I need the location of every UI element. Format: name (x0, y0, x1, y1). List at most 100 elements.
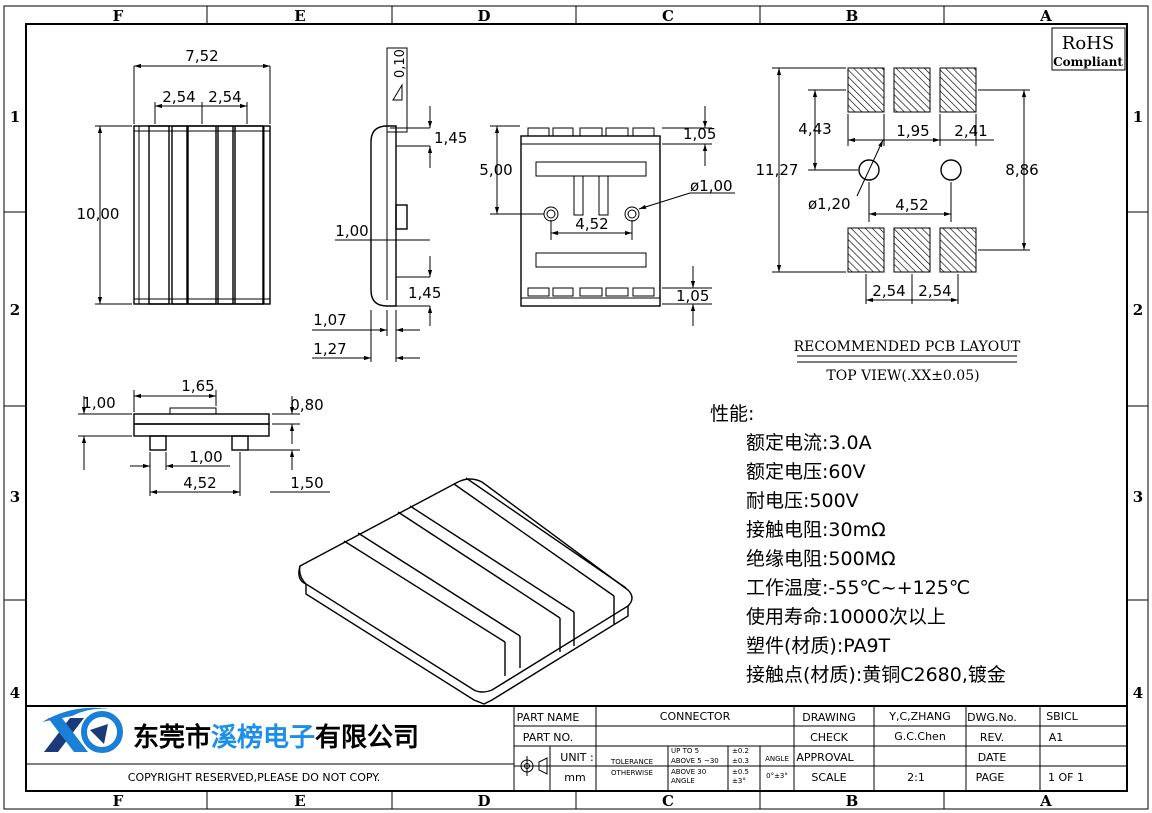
front-view: 7,52 2,54 2,54 10,00 (77, 47, 271, 305)
title-block (26, 705, 1127, 791)
zone-col: D (477, 792, 490, 810)
angle-label: ANGLE (765, 755, 789, 763)
unit-label: UNIT : (560, 751, 593, 764)
company-name-a: 东莞市 (133, 722, 211, 753)
dim-row-span: 8,86 (1005, 161, 1038, 179)
zone-col: F (113, 7, 124, 25)
zone-row: 2 (1133, 301, 1143, 319)
zone-labels-right: 1 2 3 4 (1133, 108, 1143, 702)
spec-line: 额定电压:60V (746, 461, 866, 483)
title-block-text: PART NAME CONNECTOR PART NO. UNIT : mm T… (517, 710, 1084, 785)
dim-pitch: 2,54 (872, 282, 905, 300)
dwg-label: DWG.No. (967, 711, 1017, 724)
check-value: G.C.Chen (894, 730, 946, 743)
dim-gap: 1,45 (408, 284, 441, 302)
side-view: 0,10 1,45 1,00 1,45 1,07 1,27 (312, 47, 467, 362)
tol-value: ±0.5 (732, 768, 749, 776)
angle-value: 0°±3° (766, 772, 788, 780)
zone-row: 2 (10, 301, 20, 319)
tol-range: UP TO 5 (671, 747, 699, 755)
zone-row: 4 (1133, 684, 1143, 702)
zone-col: D (477, 7, 490, 25)
company-name-b: 溪榜电子 (211, 722, 315, 753)
dim-pin: 1,00 (189, 448, 222, 466)
part-name: CONNECTOR (660, 710, 731, 723)
dim-thickness: 0,10 (393, 49, 408, 78)
dim-upper: 1,05 (683, 125, 716, 143)
dim-hole-pitch: 4,52 (895, 196, 928, 214)
part-no-label: PART NO. (523, 731, 573, 744)
dim-lower: 1,05 (676, 287, 709, 305)
dim-width: 7,52 (185, 47, 218, 65)
isometric-view (298, 477, 633, 705)
spec-line: 使用寿命:10000次以上 (746, 606, 946, 628)
zone-col: E (294, 7, 305, 25)
dim-height: 10,00 (77, 205, 120, 223)
zone-labels-bottom: F E D C B A (113, 792, 1053, 810)
pcb-title: RECOMMENDED PCB LAYOUT (794, 339, 1021, 355)
dwg-value: SBICL (1046, 710, 1078, 723)
tol-value: ±0.2 (732, 747, 749, 755)
otherwise-label: OTHERWISE (611, 769, 653, 777)
company-name-c: 有限公司 (315, 723, 419, 753)
zone-labels-left: 1 2 3 4 (10, 108, 20, 702)
spec-line: 工作温度:-55℃~+125℃ (746, 577, 970, 599)
drawing-value: Y,C,ZHANG (888, 710, 950, 723)
top-view: 4,52 ø1,00 5,00 1,05 1,05 (479, 106, 735, 326)
scale-value: 2:1 (907, 771, 925, 784)
zone-ticks (4, 6, 1148, 809)
company-logo (42, 707, 123, 753)
specs-block: 性能: 额定电流:3.0A 额定电压:60V 耐电压:500V 接触电阻:30m… (710, 403, 1006, 686)
dim-hole: ø1,00 (690, 177, 733, 195)
rohs-label: RoHS (1062, 33, 1114, 54)
dim-outer: 1,27 (313, 340, 346, 358)
zone-col: A (1039, 792, 1052, 810)
dim-inner: 1,07 (313, 311, 346, 329)
dim-pin: 1,00 (335, 222, 368, 240)
tol-range: ABOVE 30 (671, 768, 706, 776)
copyright: COPYRIGHT RESERVED,PLEASE DO NOT COPY. (128, 771, 380, 784)
dim-pad-width: 2,41 (954, 122, 987, 140)
pcb-subtitle: TOP VIEW(.XX±0.05) (826, 368, 979, 384)
end-view: 1,00 1,65 0,80 1,00 4,52 1,50 (78, 377, 330, 496)
zone-col: C (662, 7, 674, 25)
zone-col: B (846, 792, 859, 810)
page-value: 1 OF 1 (1048, 771, 1084, 784)
spec-line: 接触电阻:30mΩ (746, 519, 886, 541)
dim-width: 1,65 (181, 377, 214, 395)
drawing-label: DRAWING (802, 711, 855, 724)
unit: mm (564, 771, 585, 784)
spec-line: 接触点(材质):黄铜C2680,镀金 (746, 664, 1006, 686)
specs-heading: 性能: (710, 403, 754, 425)
dim-pad-gap: 1,95 (896, 122, 929, 140)
approval-label: APPROVAL (796, 751, 854, 764)
rev-value: A1 (1049, 731, 1064, 744)
projection-symbol-icon (517, 756, 548, 776)
spec-line: 额定电流:3.0A (746, 432, 872, 454)
dim-pitch: 2,54 (918, 282, 951, 300)
zone-row: 3 (10, 488, 20, 506)
spec-line: 耐电压:500V (746, 490, 859, 512)
dim-height: 5,00 (479, 161, 512, 179)
zone-col: F (113, 792, 124, 810)
pcb-layout: 11,27 4,43 1,95 2,41 8,86 4,52 ø1,20 2,5… (756, 67, 1039, 384)
spec-line: 绝缘电阻:500MΩ (746, 548, 896, 570)
rev-label: REV. (980, 731, 1004, 744)
check-label: CHECK (810, 731, 849, 744)
zone-row: 1 (10, 108, 20, 126)
dim-pitch: 4,52 (183, 474, 216, 492)
tol-value: ±3° (732, 777, 746, 785)
dim-pitch: 2,54 (162, 88, 195, 106)
zone-col: A (1039, 7, 1052, 25)
page-label: PAGE (976, 771, 1005, 784)
zone-row: 1 (1133, 108, 1143, 126)
company-name: 东莞市溪榜电子有限公司 (133, 722, 419, 753)
dim-depth: 1,50 (290, 474, 323, 492)
rohs-sublabel: Compliant (1053, 55, 1123, 69)
tol-value: ±0.3 (732, 757, 749, 765)
dim-total: 11,27 (756, 161, 799, 179)
scale-label: SCALE (811, 771, 846, 784)
dim-hole: ø1,20 (808, 195, 851, 213)
zone-col: E (294, 792, 305, 810)
